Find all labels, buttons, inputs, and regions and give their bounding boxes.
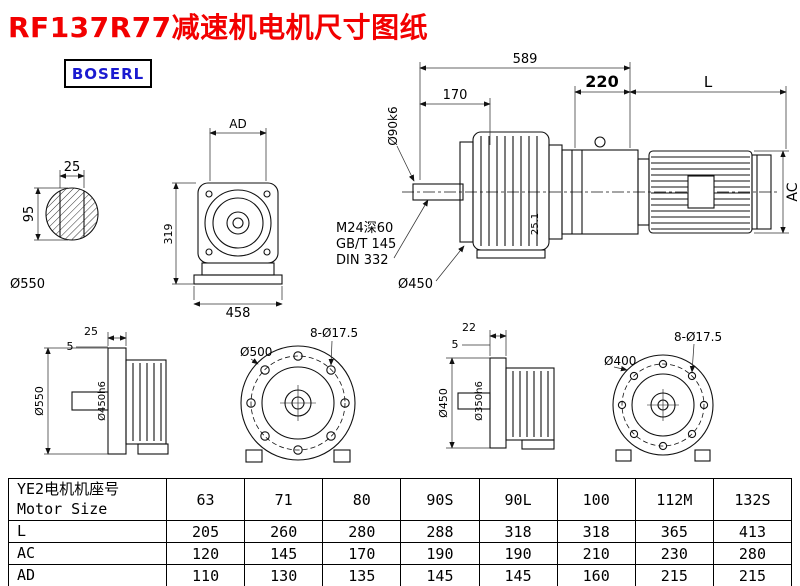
dim-550-outer: Ø550 — [33, 386, 46, 416]
column-header: 90S — [400, 478, 480, 521]
table-cell: 170 — [322, 542, 402, 565]
table-cell: 230 — [634, 542, 714, 565]
dim-589: 589 — [513, 52, 538, 67]
dim-450h6: Ø450h6 — [96, 381, 108, 421]
dim-170: 170 — [443, 88, 468, 103]
shaft-section-view — [45, 187, 99, 241]
table-cell: 110 — [165, 564, 246, 586]
table-cell: 210 — [556, 542, 636, 565]
dim-450-assembly: Ø450 — [398, 277, 433, 292]
column-header: 80 — [322, 478, 402, 521]
table-cell: 145 — [478, 564, 558, 586]
note-tap: M24深60 — [336, 221, 393, 236]
row-label-AC: AC — [8, 542, 167, 565]
dim-holes-500: 8-Ø17.5 — [310, 326, 358, 340]
dim-shaft-height: 95 — [22, 206, 37, 223]
table-cell: 215 — [634, 564, 714, 586]
table-cell: 280 — [712, 542, 793, 565]
table-row-AD: AD 110 130 135 145 145 160 215 215 — [8, 564, 793, 586]
side-view-550 — [71, 347, 169, 455]
flange-view-400 — [612, 354, 714, 462]
dim-ad: AD — [229, 117, 246, 131]
table-cell: 145 — [244, 542, 324, 565]
motor-size-header-en: Motor Size — [17, 499, 108, 518]
table-cell: 205 — [165, 520, 246, 543]
dim-25-1: 25.1 — [530, 213, 541, 235]
dim-500: Ø500 — [240, 345, 272, 359]
column-header: 132S — [712, 478, 793, 521]
column-header: 112M — [634, 478, 714, 521]
table-cell: 135 — [322, 564, 402, 586]
table-row-L: L 205 260 280 288 318 318 365 413 — [8, 520, 793, 543]
table-header-row: YE2电机机座号 Motor Size 63 71 80 90S 90L 100… — [8, 478, 793, 521]
table-cell: 130 — [244, 564, 324, 586]
motor-size-header-cn: YE2电机机座号 — [17, 479, 120, 498]
dimension-labels: 25 95 Ø550 AD 319 458 589 170 Ø90k6 220 … — [10, 52, 800, 421]
motor-size-header-cell: YE2电机机座号 Motor Size — [8, 478, 167, 521]
dim-400: Ø400 — [604, 354, 636, 368]
technical-drawing: 25 95 Ø550 AD 319 458 589 170 Ø90k6 220 … — [10, 52, 800, 463]
main-assembly-view — [402, 131, 778, 259]
dim-550-25: 25 — [84, 325, 98, 338]
table-cell: 365 — [634, 520, 714, 543]
table-cell: 318 — [478, 520, 558, 543]
table-cell: 190 — [400, 542, 480, 565]
table-cell: 260 — [244, 520, 324, 543]
column-header: 63 — [165, 478, 246, 521]
dim-220: 220 — [585, 72, 618, 91]
gearbox-front-view — [193, 182, 283, 285]
dim-AC: AC — [785, 182, 800, 201]
table-cell: 288 — [400, 520, 480, 543]
table-row-AC: AC 120 145 170 190 190 210 230 280 — [8, 542, 793, 565]
row-label-L: L — [8, 520, 167, 543]
dim-350h6: Ø350h6 — [473, 381, 485, 421]
dim-450-outer: Ø450 — [437, 388, 450, 418]
dim-458: 458 — [226, 306, 251, 321]
row-label-AD: AD — [8, 564, 167, 586]
dim-450-22: 22 — [462, 321, 476, 334]
dim-holes-400: 8-Ø17.5 — [674, 330, 722, 344]
note-gbt145: GB/T 145 — [336, 237, 396, 252]
table-cell: 215 — [712, 564, 793, 586]
dim-L: L — [704, 73, 713, 91]
table-cell: 280 — [322, 520, 402, 543]
table-cell: 413 — [712, 520, 793, 543]
dimension-lines — [34, 62, 789, 455]
column-header: 100 — [556, 478, 636, 521]
dim-shaft-dia: Ø550 — [10, 277, 45, 292]
column-header: 71 — [244, 478, 324, 521]
dim-90k6: Ø90k6 — [386, 106, 400, 145]
dim-shaft-width: 25 — [64, 160, 81, 175]
table-cell: 318 — [556, 520, 636, 543]
table-cell: 145 — [400, 564, 480, 586]
table-cell: 120 — [165, 542, 246, 565]
dim-450-5: 5 — [452, 338, 459, 351]
flange-view-500 — [240, 345, 356, 463]
dim-550-5: 5 — [67, 340, 74, 353]
brand-logo: BOSERL — [64, 59, 152, 88]
dim-319: 319 — [162, 224, 175, 245]
dimension-table: YE2电机机座号 Motor Size 63 71 80 90S 90L 100… — [8, 478, 793, 586]
column-header: 90L — [478, 478, 558, 521]
table-cell: 190 — [478, 542, 558, 565]
note-din332: DIN 332 — [336, 253, 389, 268]
page-title: RF137R77减速机电机尺寸图纸 — [8, 11, 429, 44]
side-view-450 — [457, 357, 555, 450]
table-cell: 160 — [556, 564, 636, 586]
